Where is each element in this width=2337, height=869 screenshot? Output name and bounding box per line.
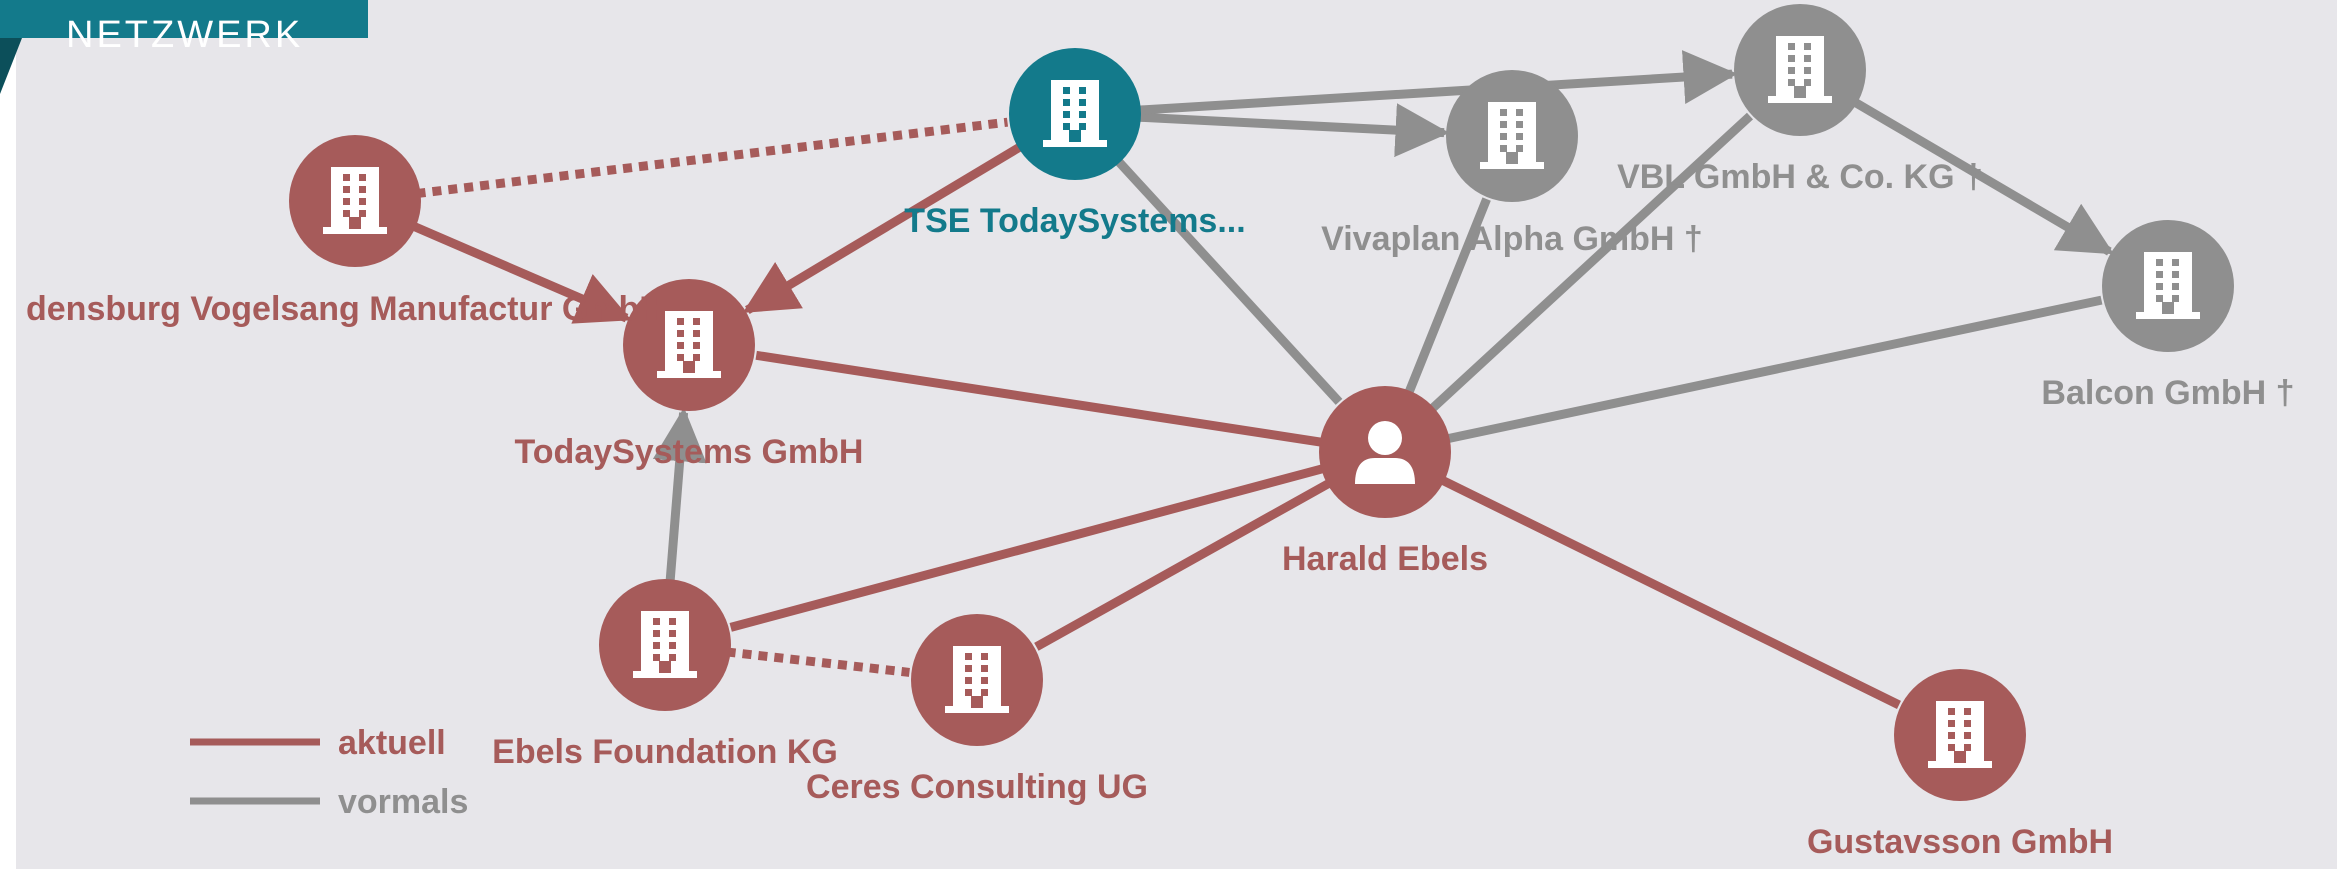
node-harald[interactable] <box>1319 386 1451 518</box>
building-icon <box>1768 36 1832 103</box>
edge-tse-harald <box>1113 156 1343 405</box>
edge-vogelsang-tse <box>416 117 1009 199</box>
node-label-tse[interactable]: TSE TodaySystems... <box>904 202 1245 240</box>
node-label-vbl[interactable]: VBL GmbH & Co. KG † <box>1617 158 1983 196</box>
node-label-harald[interactable]: Harald Ebels <box>1282 540 1488 578</box>
node-gustavsson[interactable] <box>1894 669 2026 801</box>
building-icon <box>2136 252 2200 319</box>
node-ceres[interactable] <box>911 614 1043 746</box>
edge-harald-vivaplan <box>1403 197 1491 397</box>
nodes-layer <box>289 4 2234 801</box>
legend-item-vormals: vormals <box>190 783 468 821</box>
edge-harald-todaysystems <box>755 350 1325 448</box>
node-label-todaysystems[interactable]: TodaySystems GmbH <box>515 433 864 471</box>
edge-vogelsang-todaysystems <box>410 221 632 324</box>
legend-label: vormals <box>338 783 468 821</box>
edge-tse-vivaplan <box>1136 103 1450 158</box>
edge-foundation-todaysystems <box>652 407 707 584</box>
person-icon <box>1355 421 1415 484</box>
node-foundation[interactable] <box>599 579 731 711</box>
building-icon <box>1480 102 1544 169</box>
ribbon-fold <box>0 38 22 94</box>
building-icon <box>323 167 387 234</box>
labels-layer: TSE TodaySystems... Vivaplan Alpha GmbH †… <box>26 158 2295 861</box>
building-icon <box>657 311 721 378</box>
node-label-gustavsson[interactable]: Gustavsson GmbH <box>1807 823 2113 861</box>
building-icon <box>1043 80 1107 147</box>
edge-harald-gustavsson <box>1438 475 1901 710</box>
building-icon <box>945 646 1009 713</box>
edge-vbl-balcon <box>1851 97 2115 256</box>
panel-title-ribbon: NETZWERK <box>0 0 368 54</box>
edge-foundation-ceres <box>726 647 910 677</box>
legend: aktuell vormals <box>190 724 468 821</box>
node-tse[interactable] <box>1009 48 1141 180</box>
edge-harald-balcon <box>1444 295 2103 444</box>
left-panel-edge <box>0 0 16 869</box>
building-icon <box>633 611 697 678</box>
node-label-vivaplan[interactable]: Vivaplan Alpha GmbH † <box>1321 220 1703 258</box>
building-icon <box>1928 701 1992 768</box>
panel-title: NETZWERK <box>66 14 304 56</box>
node-vivaplan[interactable] <box>1446 70 1578 202</box>
legend-item-aktuell: aktuell <box>190 724 446 762</box>
legend-label: aktuell <box>338 724 446 762</box>
edge-harald-ceres <box>1034 478 1334 651</box>
node-label-vogelsang[interactable]: densburg Vogelsang Manufactur GmbH <box>26 290 664 328</box>
edge-harald-vbl <box>1427 112 1754 414</box>
node-vogelsang[interactable] <box>289 135 421 267</box>
node-label-balcon[interactable]: Balcon GmbH † <box>2041 374 2294 412</box>
node-label-ceres[interactable]: Ceres Consulting UG <box>806 768 1148 806</box>
edge-harald-foundation <box>729 463 1327 632</box>
edge-tse-todaysystems <box>742 141 1025 314</box>
node-todaysystems[interactable] <box>623 279 755 411</box>
edge-tse-vbl <box>1136 50 1738 115</box>
edges-layer <box>410 50 2115 710</box>
node-balcon[interactable] <box>2102 220 2234 352</box>
node-vbl[interactable] <box>1734 4 1866 136</box>
node-label-foundation[interactable]: Ebels Foundation KG <box>492 733 838 771</box>
